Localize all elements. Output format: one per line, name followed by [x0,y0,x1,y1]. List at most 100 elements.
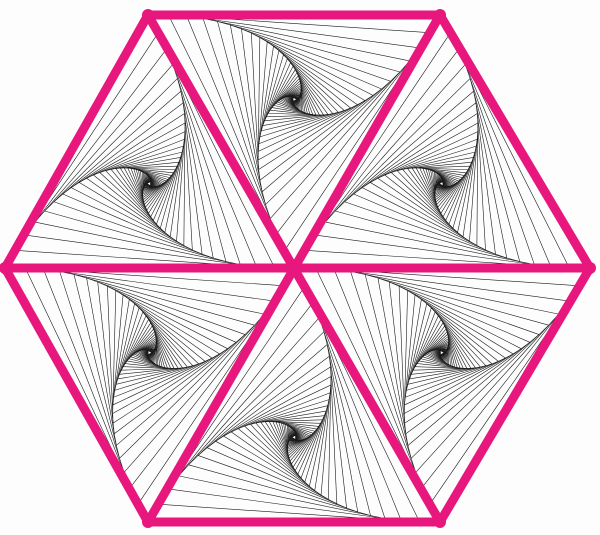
string-line [476,123,479,246]
string-line [406,363,492,391]
string-line [398,285,522,349]
string-line [389,281,531,343]
string-line [439,181,444,184]
string-line [353,193,496,255]
string-line [124,167,176,171]
string-line [421,299,499,362]
string-line [412,319,442,371]
string-line [440,169,469,214]
string-line [431,307,487,366]
string-line [438,315,476,369]
string-line [180,91,214,259]
string-line [241,28,261,181]
string-line [415,366,467,369]
string-line [269,421,321,424]
string-line [440,350,445,353]
string-line [59,271,265,315]
string-line [290,62,329,115]
string-line [86,178,177,242]
string-line [405,342,531,434]
string-line [267,41,358,105]
string-line [273,46,351,109]
string-line [115,290,220,355]
string-line [409,311,436,380]
string-line [122,294,213,359]
string-line [237,428,315,491]
string-line [391,145,477,173]
string-line [457,146,477,233]
string-line [320,385,332,496]
string-line [255,410,327,424]
string-line [97,281,115,434]
string-line [148,350,152,353]
string-line [150,322,175,369]
string-line [197,344,328,456]
string-line [53,201,214,259]
string-line [148,319,179,369]
string-line [250,424,306,483]
string-line [250,405,328,425]
string-line [270,60,410,219]
string-line [407,290,514,355]
string-line [166,49,257,267]
string-line [404,294,416,405]
string-line [413,368,471,371]
string-line [278,50,345,111]
string-line [404,357,506,406]
string-line [123,313,265,473]
string-line [350,271,559,315]
string-line [404,299,422,398]
string-line [438,172,467,211]
string-line [105,151,183,171]
string-line [177,78,227,262]
string-line [116,365,193,385]
string-line [217,21,400,73]
string-line [291,426,319,465]
string-line [315,48,460,236]
string-line [312,302,402,521]
string-line [258,95,374,170]
string-line [86,131,186,179]
string-line [410,315,439,375]
string-line [197,455,358,513]
string-line [34,64,173,223]
string-line [464,64,535,265]
string-line [452,152,476,229]
string-line [334,78,471,212]
string-line [71,187,193,251]
string-line [172,64,241,265]
string-line [292,99,297,102]
string-line [115,168,154,221]
string-line [426,303,493,365]
string-line [323,331,371,516]
string-line [251,33,259,170]
string-line [86,277,117,446]
string-line [419,167,440,211]
string-line [260,54,284,131]
string-line [377,277,409,446]
string-line [469,78,521,262]
string-line [329,356,347,509]
string-line [241,28,382,90]
string-line [315,234,551,268]
string-line [215,441,337,505]
string-line [407,334,540,446]
string-line [297,415,325,475]
string-line [230,431,322,496]
string-line [295,419,323,471]
string-line [262,58,288,126]
string-line [264,421,296,471]
string-line [114,303,135,391]
string-line [442,166,471,217]
string-line [445,162,472,221]
string-line [138,307,194,366]
string-line [264,114,329,122]
string-line [344,91,474,202]
vertex-marker [142,9,154,21]
string-line [97,281,237,343]
string-line [24,48,167,236]
string-line [223,376,332,437]
string-line [122,322,151,367]
